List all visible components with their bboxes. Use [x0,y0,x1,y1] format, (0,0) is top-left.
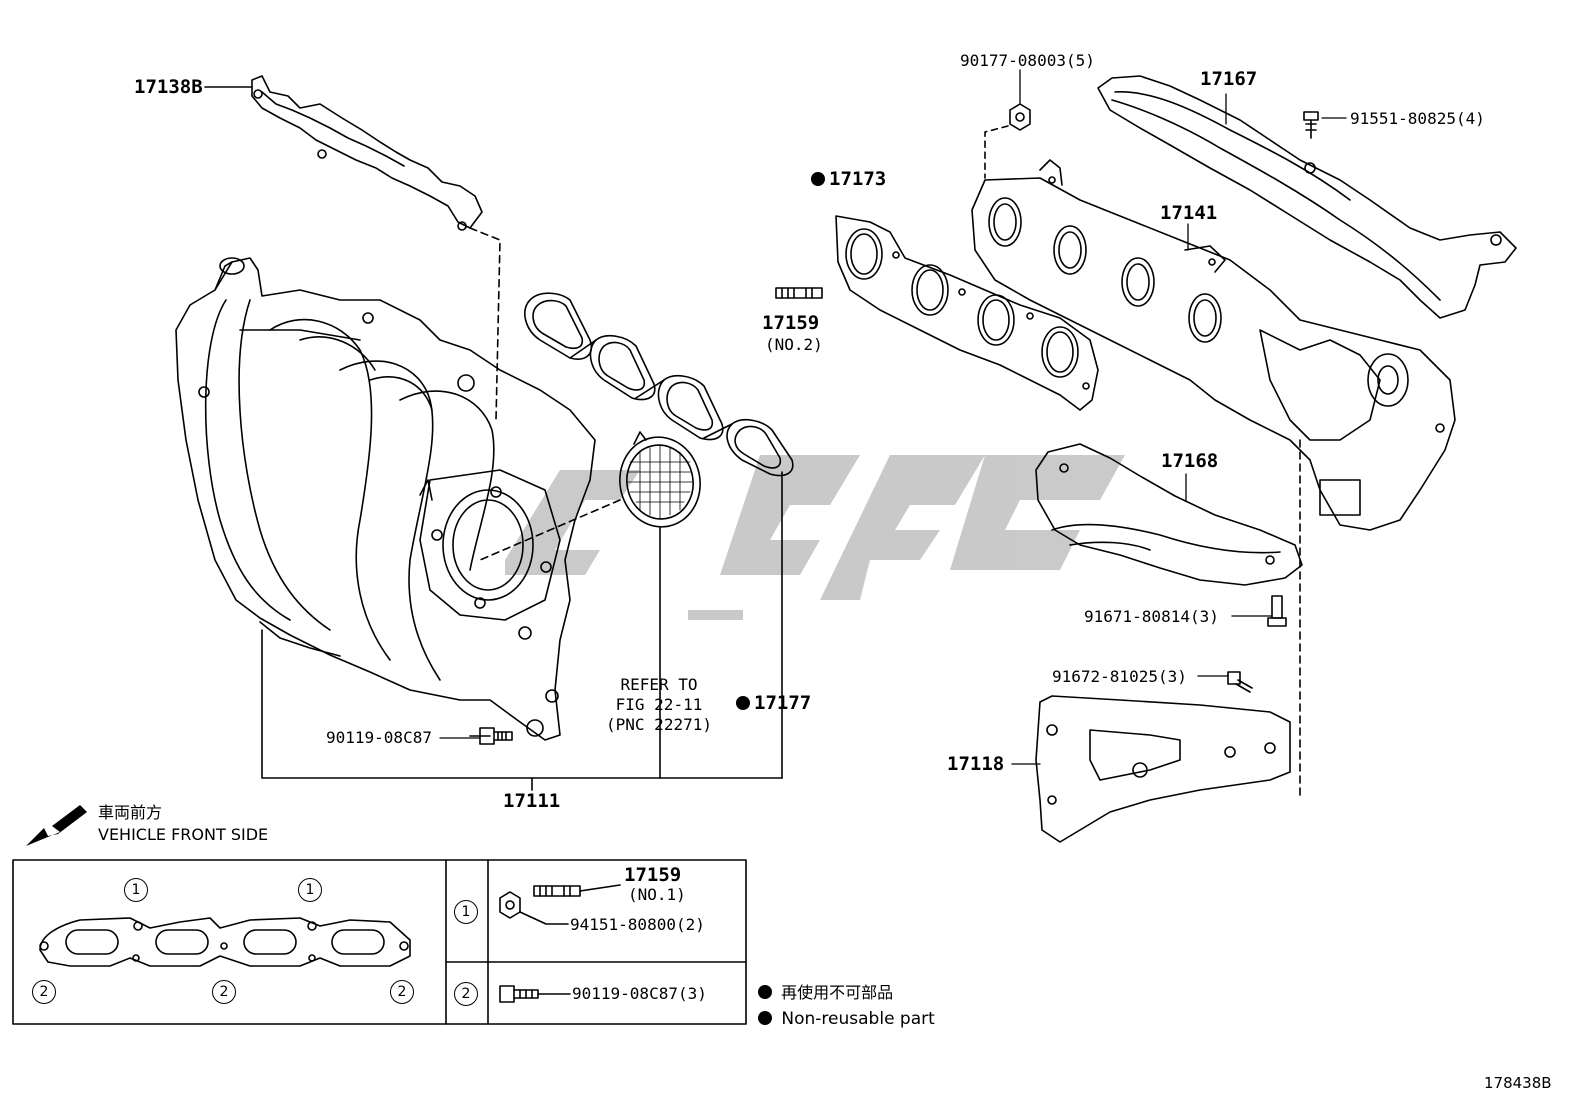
throttle-gasket-ring [619,431,701,528]
table-nut-icon [499,891,569,925]
gasket-circle-2c: 2 [390,980,414,1004]
table-row1-circle: 1 [454,900,478,924]
table-row2-bolt: 90119-08C87(3) [572,984,707,1003]
table-stud-icon [533,884,621,897]
non-reusable-dot-icon [736,696,750,710]
table-row2-circle: 2 [454,982,478,1006]
part-17167-heat-insulator [1097,75,1517,319]
nonreuse-legend-en: Non-reusable part [758,1010,935,1028]
label-17141: 17141 [1160,202,1218,224]
gasket-circle-1a: 1 [124,878,148,902]
refer-line-2: FIG 22-11 [615,695,703,714]
refer-note: REFER TO FIG 22-11 (PNC 22271) [600,675,718,735]
part-17118-bracket [1035,695,1291,843]
label-91672: 91672-81025(3) [1052,667,1187,686]
table-bolt-icon [499,985,571,1003]
label-17167: 17167 [1200,68,1258,90]
nonreuse-jp-text: 再使用不可部品 [781,983,894,1002]
label-90119: 90119-08C87 [326,728,432,747]
label-90177: 90177-08003(5) [960,51,1095,70]
table-row1-sub: (NO.1) [628,885,686,904]
label-17177: 17177 [736,692,812,714]
front-side-en: VEHICLE FRONT SIDE [98,825,269,844]
bolt-91551 [1303,111,1319,139]
bolt-90119-shape [469,727,513,745]
label-17159-no2: 17159 [762,312,820,334]
label-91671: 91671-80814(3) [1084,607,1219,626]
part-17173-exhaust-gasket [835,215,1099,411]
nonreuse-legend-jp: 再使用不可部品 [758,984,893,1002]
refer-line-3: (PNC 22271) [606,715,712,734]
label-17177-text: 17177 [754,692,812,714]
bolt-91672 [1227,671,1253,693]
gasket-detail-shape [39,917,411,967]
label-91551: 91551-80825(4) [1350,109,1485,128]
table-frame [12,859,747,1025]
bolt-91671 [1267,595,1287,627]
nonreuse-en-text: Non-reusable part [781,1009,935,1029]
label-17173: 17173 [811,168,887,190]
non-reusable-dot-icon [758,985,772,999]
leader-lines [439,69,1347,765]
refer-line-1: REFER TO [620,675,698,694]
part-17141-exhaust-manifold [971,159,1456,531]
label-17138B: 17138B [134,76,203,98]
non-reusable-dot-icon [758,1011,772,1025]
label-17173-text: 17173 [829,168,887,190]
front-arrow-icon [26,805,87,846]
part-17138B-shape [204,75,483,231]
stud-17159-no2 [775,287,823,299]
table-row1-nut: 94151-80800(2) [570,915,705,934]
non-reusable-dot-icon [811,172,825,186]
gasket-circle-2a: 2 [32,980,56,1004]
part-17111-intake-manifold [175,257,596,741]
label-17111: 17111 [503,790,561,812]
label-17118: 17118 [947,753,1005,775]
part-17168-heat-insulator [1035,443,1303,586]
figure-id: 178438B [1484,1074,1552,1092]
table-row1-pn: 17159 [624,864,682,886]
label-17168: 17168 [1161,450,1219,472]
label-17159-no2-sub: (NO.2) [765,335,823,354]
gasket-circle-2b: 2 [212,980,236,1004]
nut-90177 [1009,103,1031,131]
gasket-circle-1b: 1 [298,878,322,902]
part-17177-gasket [524,292,794,477]
watermark-logo [505,455,1125,620]
front-side-jp: 車両前方 [98,803,163,822]
